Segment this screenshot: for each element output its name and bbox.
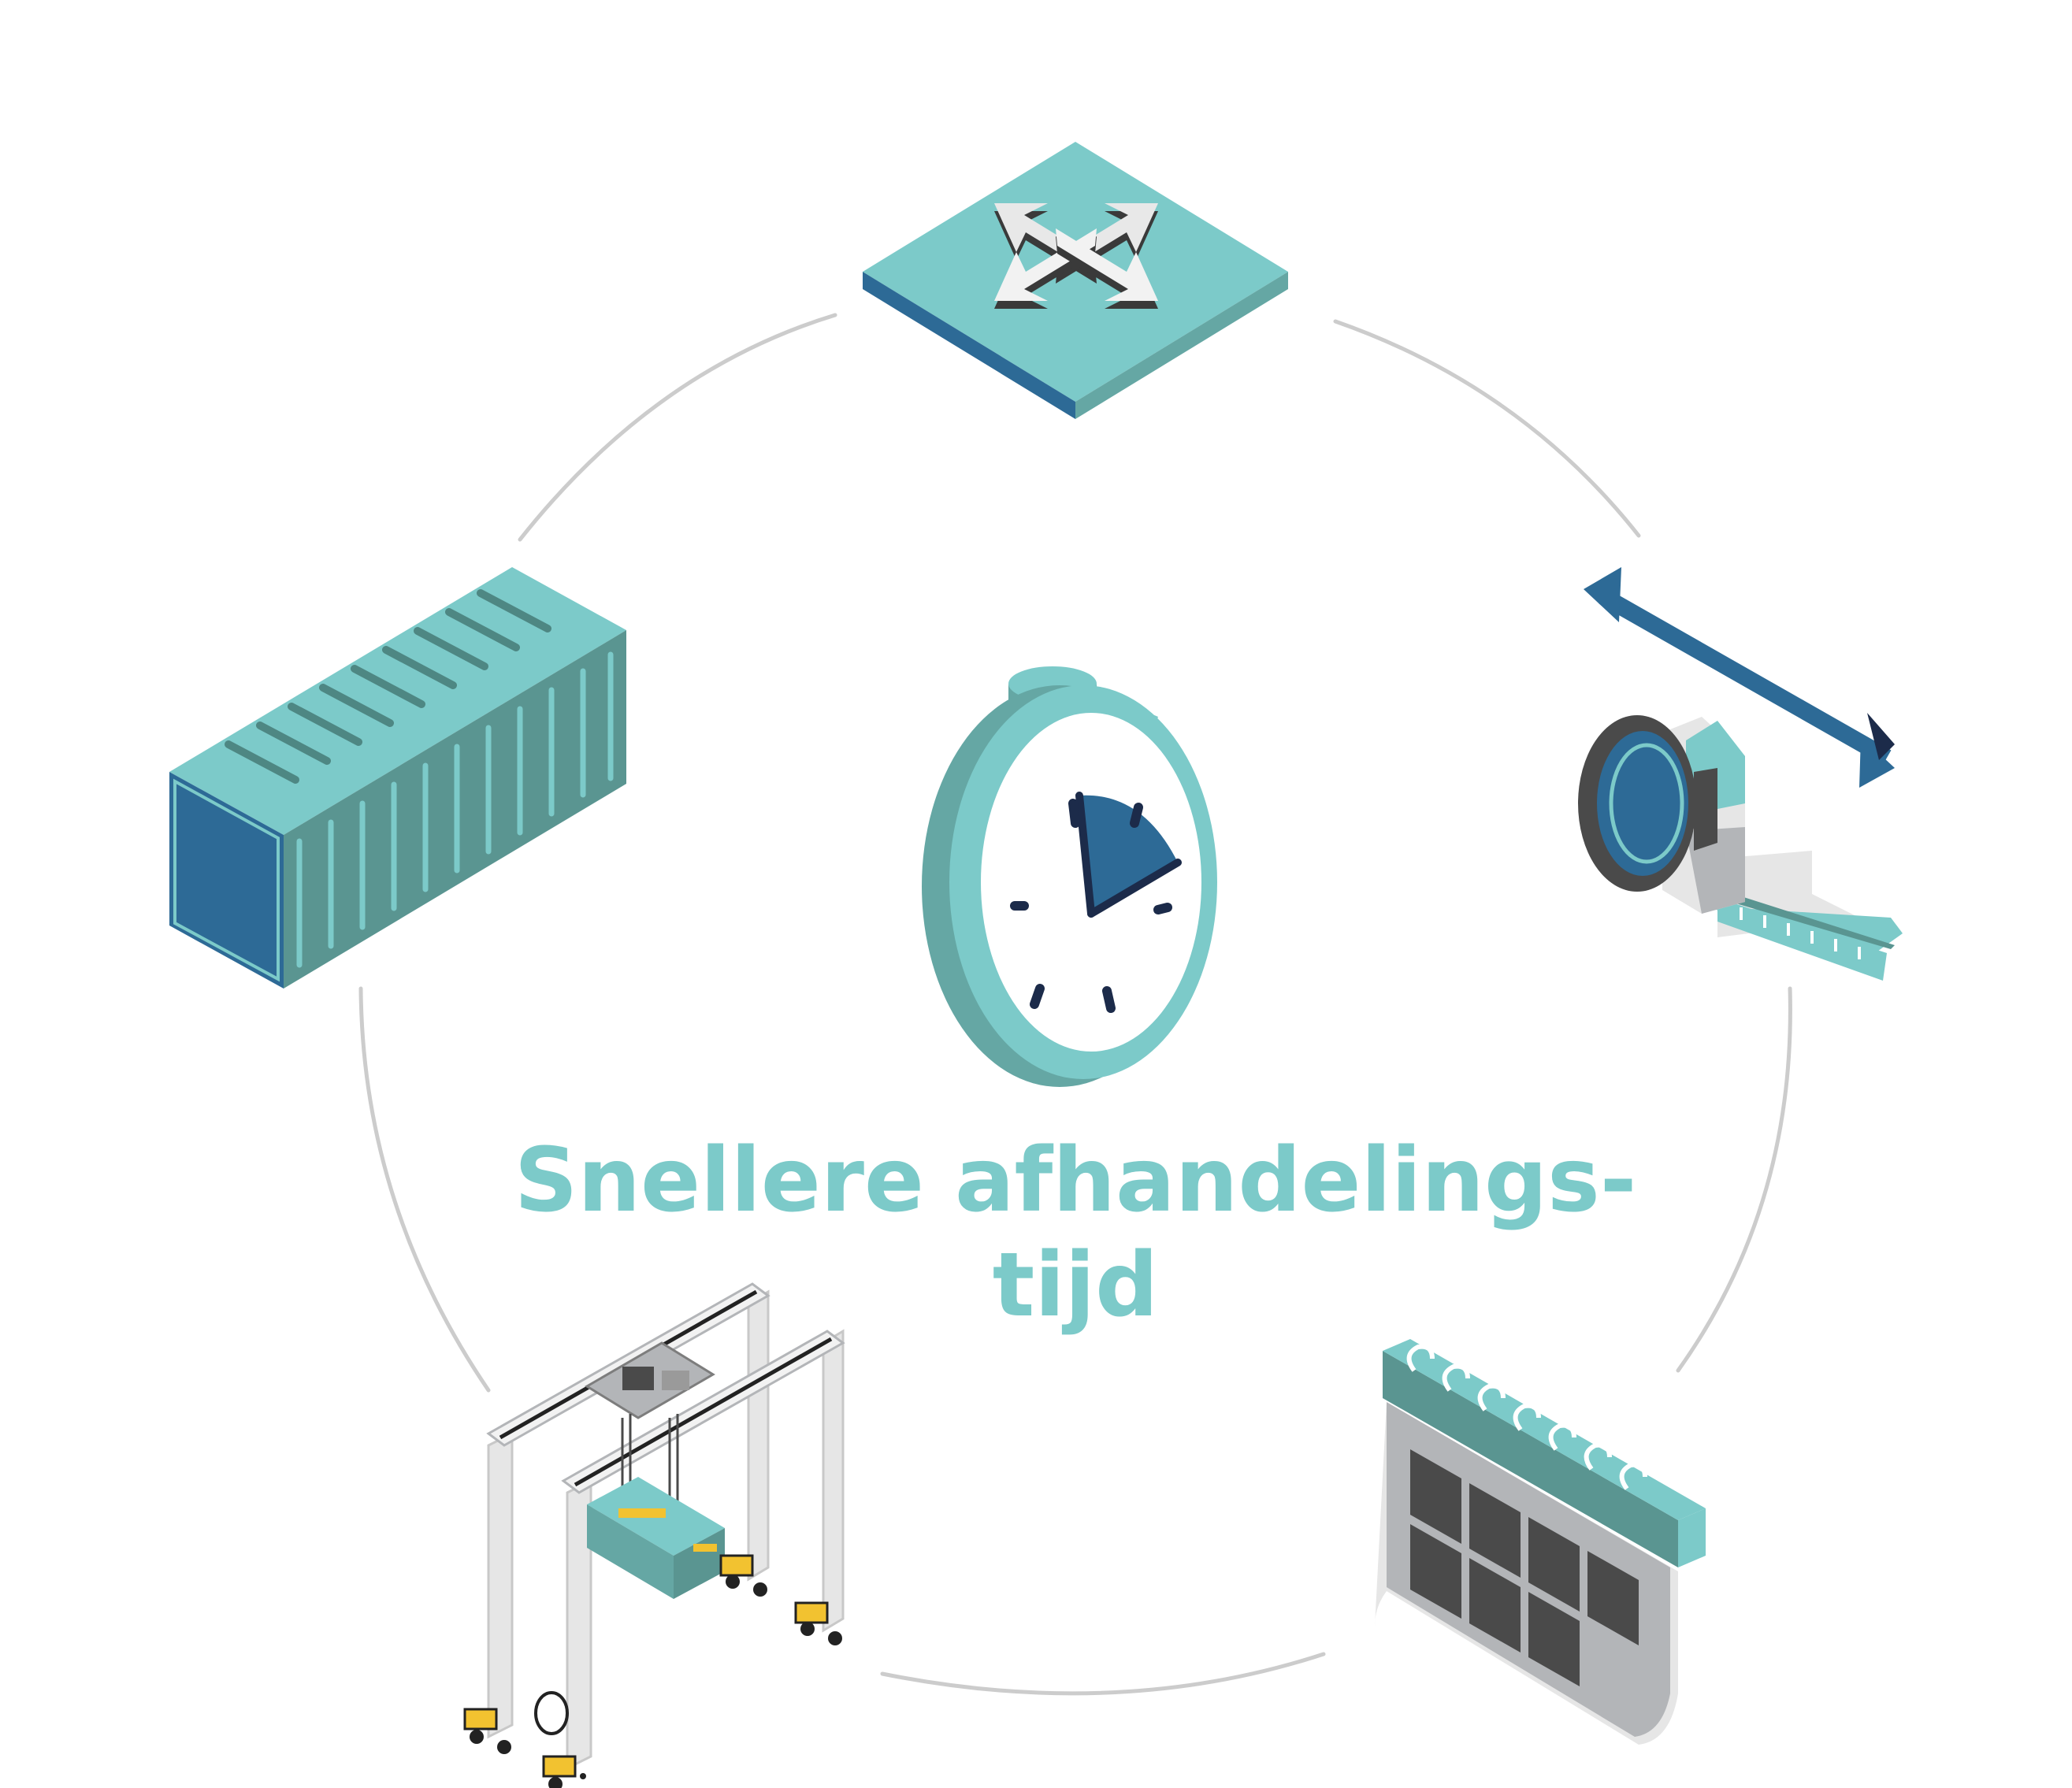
gantry-crane-icon — [463, 1282, 845, 1788]
stopwatch-icon — [922, 666, 1217, 1087]
ring-arc-top-right — [1333, 319, 1641, 538]
calendar-icon — [1375, 1339, 1706, 1745]
elapsed-sector — [1079, 795, 1178, 914]
floor-space-icon — [863, 142, 1288, 419]
tape-measure-icon — [1578, 567, 1903, 981]
shipping-container-icon — [169, 567, 626, 989]
title: Snellere afhandelings- tijd — [514, 1130, 1637, 1337]
ring-arc-left — [358, 986, 491, 1393]
ring-arc-top-left — [518, 313, 837, 542]
ring-arc-bottom — [880, 1652, 1326, 1696]
ring-arc-right — [1676, 986, 1792, 1373]
double-arrow-icon — [1584, 567, 1895, 788]
title-line-2: tijd — [993, 1234, 1159, 1337]
expand-arrows-icon — [994, 203, 1158, 309]
calendar-grid — [1410, 1449, 1639, 1686]
ring — [358, 313, 1792, 1696]
title-line-1: Snellere afhandelings- — [514, 1130, 1637, 1232]
calendar-rings — [1406, 1344, 1647, 1490]
